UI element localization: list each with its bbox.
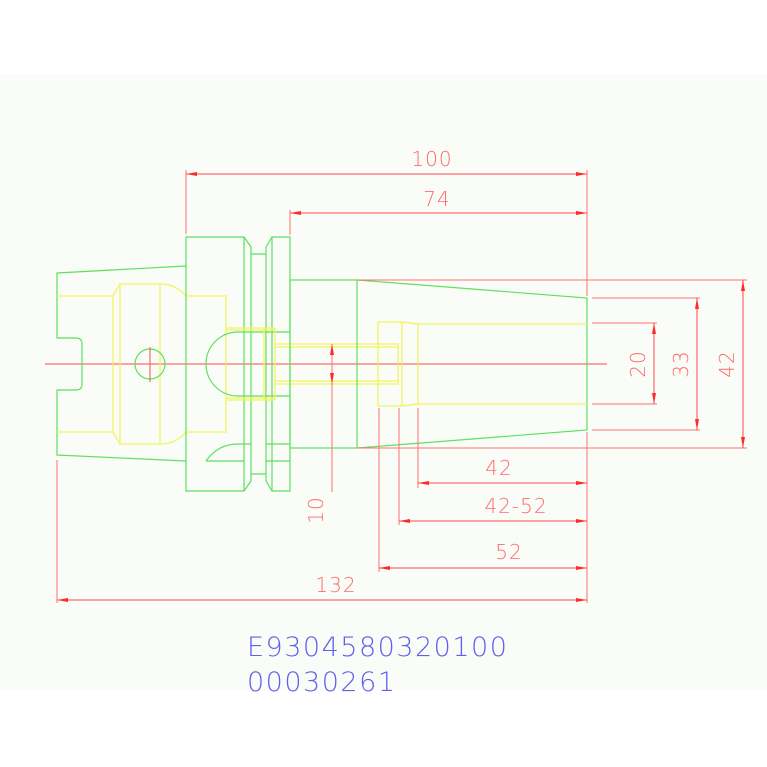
arrow-icon (330, 344, 334, 355)
arrow-icon (652, 393, 656, 404)
dim-label-33: 33 (669, 350, 693, 377)
dim-label-42-right: 42 (715, 350, 739, 377)
dim-label-42-52: 42-52 (484, 494, 547, 518)
arrow-icon (57, 598, 68, 602)
extension-lines (56, 170, 588, 603)
dim-label-74: 74 (423, 187, 450, 211)
arrow-icon (576, 566, 587, 570)
dim-label-100: 100 (411, 147, 452, 171)
arrow-icon (399, 519, 410, 523)
tapered-shaft (356, 279, 588, 449)
arrow-icon (330, 373, 334, 384)
extension-lines-right (357, 279, 747, 449)
dim-label-42: 42 (485, 456, 512, 480)
bolt-head (226, 327, 276, 401)
arrow-icon (290, 211, 301, 215)
lower-arc-detail (205, 443, 290, 462)
arrow-icon (652, 323, 656, 334)
order-number: 00030261 (247, 667, 396, 698)
part-number: E9304580320100 (247, 632, 508, 663)
arrow-icon (576, 172, 587, 176)
neck (251, 253, 266, 475)
left-head-outline (56, 265, 187, 462)
dim-label-10: 10 (304, 496, 328, 523)
arrow-icon (695, 419, 699, 430)
shaft-collar (289, 279, 358, 449)
arrow-icon (418, 481, 429, 485)
head-hidden-contour (57, 283, 227, 445)
drawing-background (0, 75, 767, 690)
arrow-icon (186, 172, 197, 176)
dim-label-20: 20 (626, 350, 650, 377)
arrow-icon (741, 437, 745, 448)
arrow-icon (741, 280, 745, 291)
arrow-icon (576, 598, 587, 602)
arrow-icon (695, 298, 699, 309)
arrow-icon (576, 481, 587, 485)
dim-label-52: 52 (495, 540, 522, 564)
shaft-bore (377, 321, 587, 407)
arrow-icon (576, 211, 587, 215)
arrow-icon (576, 519, 587, 523)
arrow-icon (379, 566, 390, 570)
dim-label-132: 132 (315, 573, 356, 597)
